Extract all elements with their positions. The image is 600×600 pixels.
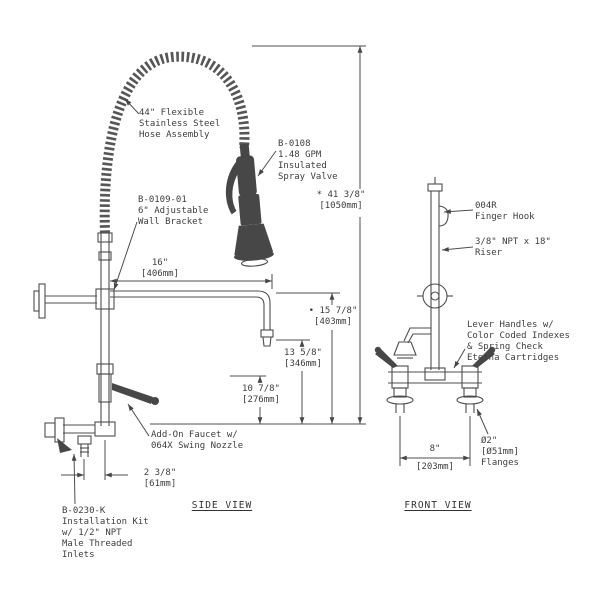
side-view-title: SIDE VIEW bbox=[191, 500, 253, 511]
wall-bracket-label: B-0109-01 6" Adjustable Wall Bracket bbox=[138, 195, 209, 227]
installation-kit-label: B-0230-K Installation Kit w/ 1/2" NPT Ma… bbox=[62, 506, 149, 560]
center-spread-dimension-mm: [203mm] bbox=[416, 462, 454, 472]
addon-faucet-label: Add-On Faucet w/ 064X Swing Nozzle bbox=[151, 430, 244, 451]
installation-kit-graphic bbox=[44, 417, 116, 457]
swing-spout-graphic bbox=[110, 290, 274, 347]
front-view-title: FRONT VIEW bbox=[404, 500, 472, 511]
inlet-offset-dimension: 2 3/8" [61mm] bbox=[143, 468, 177, 489]
addon-faucet-graphic bbox=[96, 363, 159, 405]
flanges-label: Ø2" [Ø51mm] Flanges bbox=[481, 436, 519, 468]
front-riser-graphic bbox=[427, 177, 443, 370]
riser-graphic bbox=[97, 232, 113, 426]
overall-height-dimension: * 41 3/8" [1050mm] bbox=[316, 190, 366, 211]
bracket-ring-graphic bbox=[417, 283, 453, 309]
faucet-height-dimension: 10 7/8" [276mm] bbox=[242, 384, 280, 405]
spout-reach-dimension: 16" [406mm] bbox=[141, 258, 179, 279]
riser-label: 3/8" NPT x 18" Riser bbox=[475, 237, 551, 258]
side-view-drawing bbox=[33, 51, 274, 457]
front-nozzle-graphic bbox=[393, 327, 431, 359]
hose-assembly-label: 44" Flexible Stainless Steel Hose Assemb… bbox=[139, 108, 221, 140]
faucet-body-graphic bbox=[374, 346, 496, 413]
finger-hook-label: 004R Finger Hook bbox=[475, 201, 535, 222]
center-spread-dimension-inches: 8" bbox=[429, 444, 441, 454]
front-view-dimensions bbox=[399, 416, 471, 466]
wall-bracket-graphic bbox=[33, 283, 115, 319]
finger-hook-graphic bbox=[438, 205, 449, 227]
front-view-leaders bbox=[441, 209, 489, 435]
side-view-dimensions bbox=[61, 45, 366, 480]
nozzle-height-dimension: 13 5/8" [346mm] bbox=[284, 348, 322, 369]
hose-coil-graphic bbox=[99, 51, 250, 234]
front-view-drawing bbox=[374, 177, 496, 413]
spout-height-dimension: • 15 7/8" [403mm] bbox=[308, 306, 358, 327]
lever-handles-label: Lever Handles w/ Color Coded Indexes & S… bbox=[467, 320, 570, 363]
spray-valve-label: B-0108 1.48 GPM Insulated Spray Valve bbox=[278, 139, 338, 182]
side-view-leaders bbox=[71, 98, 277, 505]
spray-valve-graphic bbox=[225, 143, 274, 267]
